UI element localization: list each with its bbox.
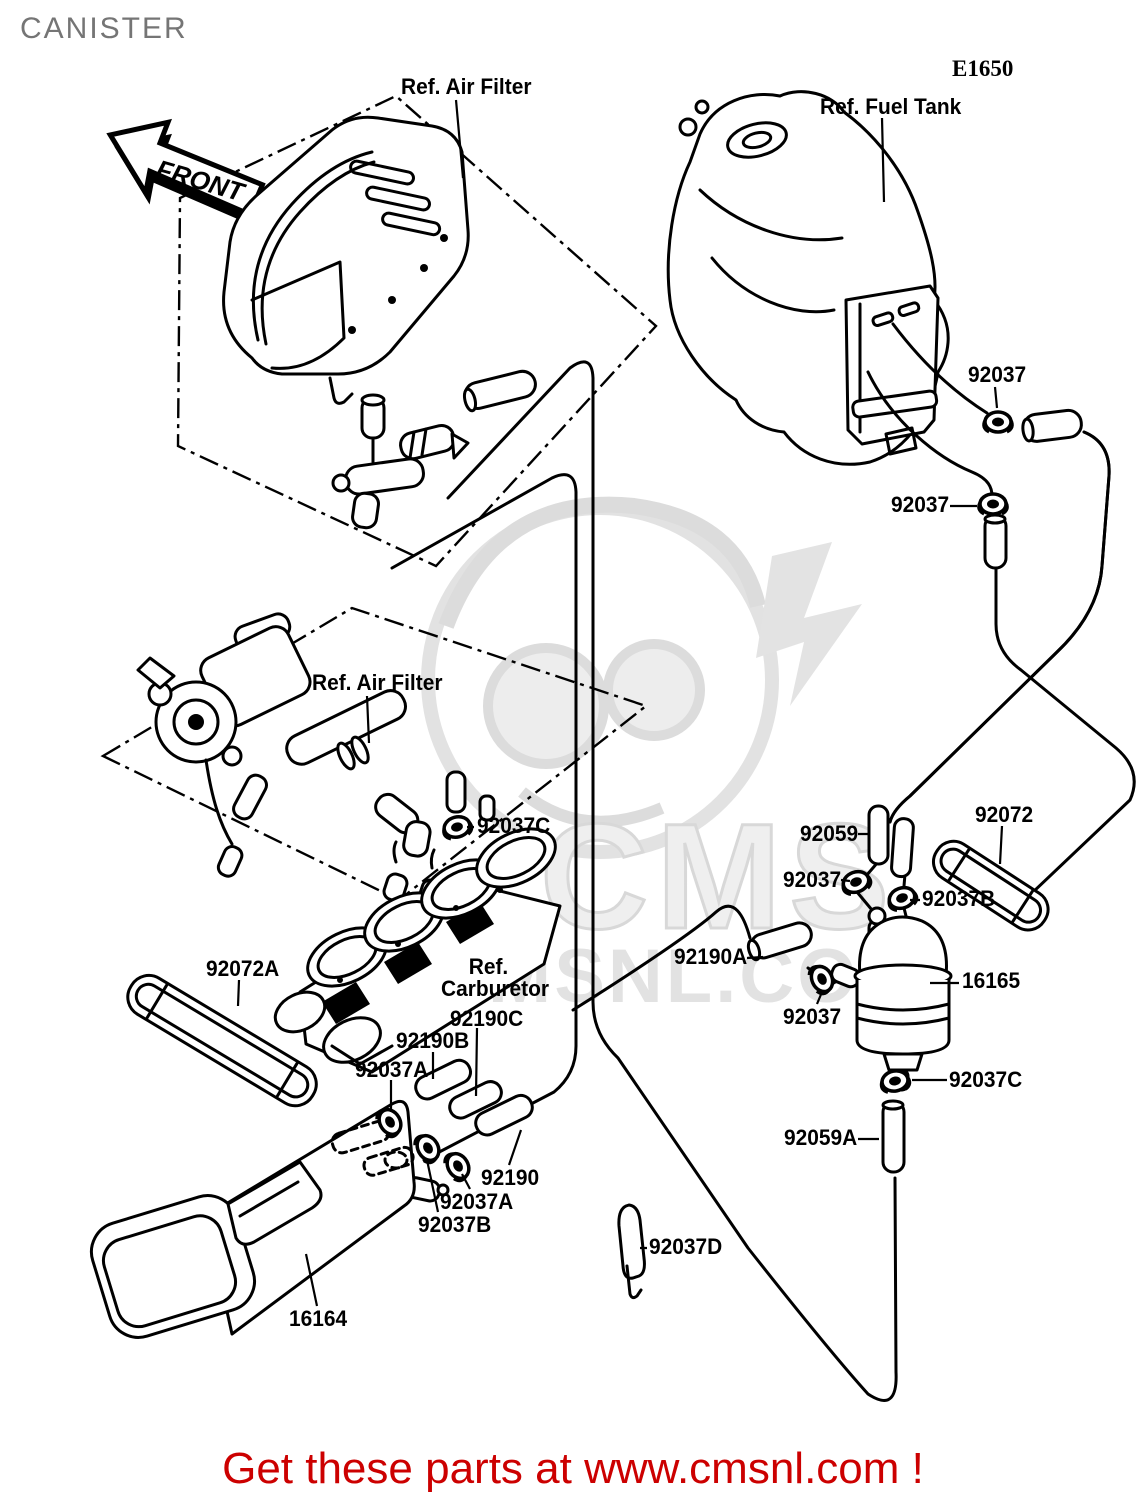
- part-label-92190[interactable]: 92190: [481, 1165, 540, 1190]
- part-label-92059a[interactable]: 92059A: [784, 1125, 858, 1150]
- part-label-92072[interactable]: 92072: [975, 802, 1034, 827]
- page-title: CANISTER: [20, 12, 188, 45]
- part-label-92190a[interactable]: 92190A: [674, 944, 748, 969]
- part-label-92037-filter-left[interactable]: 92037: [783, 1004, 842, 1029]
- fuel-tank: [666, 90, 950, 466]
- footer-shop-link[interactable]: Get these parts at www.cmsnl.com !: [222, 1444, 924, 1493]
- part-label-16164[interactable]: 16164: [289, 1306, 348, 1331]
- strap-92072: [931, 839, 1050, 932]
- diagram-code: E1650: [952, 56, 1014, 81]
- clip-92037d: [617, 1203, 646, 1300]
- fuel-pump-assembly: [136, 625, 312, 846]
- part-label-92059[interactable]: 92059: [800, 821, 859, 846]
- part-label-16165[interactable]: 16165: [962, 968, 1021, 993]
- part-label-92190b[interactable]: 92190B: [396, 1028, 470, 1053]
- strap-92072a: [126, 973, 318, 1108]
- part-label-92037d[interactable]: 92037D: [649, 1234, 723, 1259]
- ref-label-air-filter-top[interactable]: Ref. Air Filter: [401, 74, 532, 99]
- air-filter-fittings: [331, 369, 537, 530]
- part-label-92072a[interactable]: 92072A: [206, 956, 280, 981]
- air-filter-housing: [222, 115, 470, 405]
- part-label-92037-filter-top[interactable]: 92037: [783, 867, 842, 892]
- canister: [89, 1099, 416, 1339]
- part-label-92037b-filter[interactable]: 92037B: [922, 886, 996, 911]
- air-filter-group-outline: [176, 94, 658, 568]
- carburetor: [273, 827, 562, 1074]
- part-label-92037a-lower[interactable]: 92037A: [440, 1189, 514, 1214]
- part-label-92037b-lower[interactable]: 92037B: [418, 1212, 492, 1237]
- ref-label-fuel-tank[interactable]: Ref. Fuel Tank: [820, 94, 962, 119]
- part-label-92037a-upper[interactable]: 92037A: [355, 1057, 429, 1082]
- part-label-92037c-canister[interactable]: 92037C: [949, 1067, 1023, 1092]
- fuel-filter: [830, 915, 953, 1092]
- part-label-92190c[interactable]: 92190C: [450, 1006, 524, 1031]
- part-label-92037c-carb[interactable]: 92037C: [477, 813, 551, 838]
- part-label-92037-tank-upper[interactable]: 92037: [968, 362, 1027, 387]
- leader-lines: [236, 99, 1004, 1307]
- part-label-92037-tank-lower[interactable]: 92037: [891, 492, 950, 517]
- ref-label-air-filter-mid[interactable]: Ref. Air Filter: [312, 670, 443, 695]
- ref-label-carburetor[interactable]: Ref. Carburetor: [441, 954, 550, 1002]
- watermark-logo-text: CMS: [540, 792, 897, 960]
